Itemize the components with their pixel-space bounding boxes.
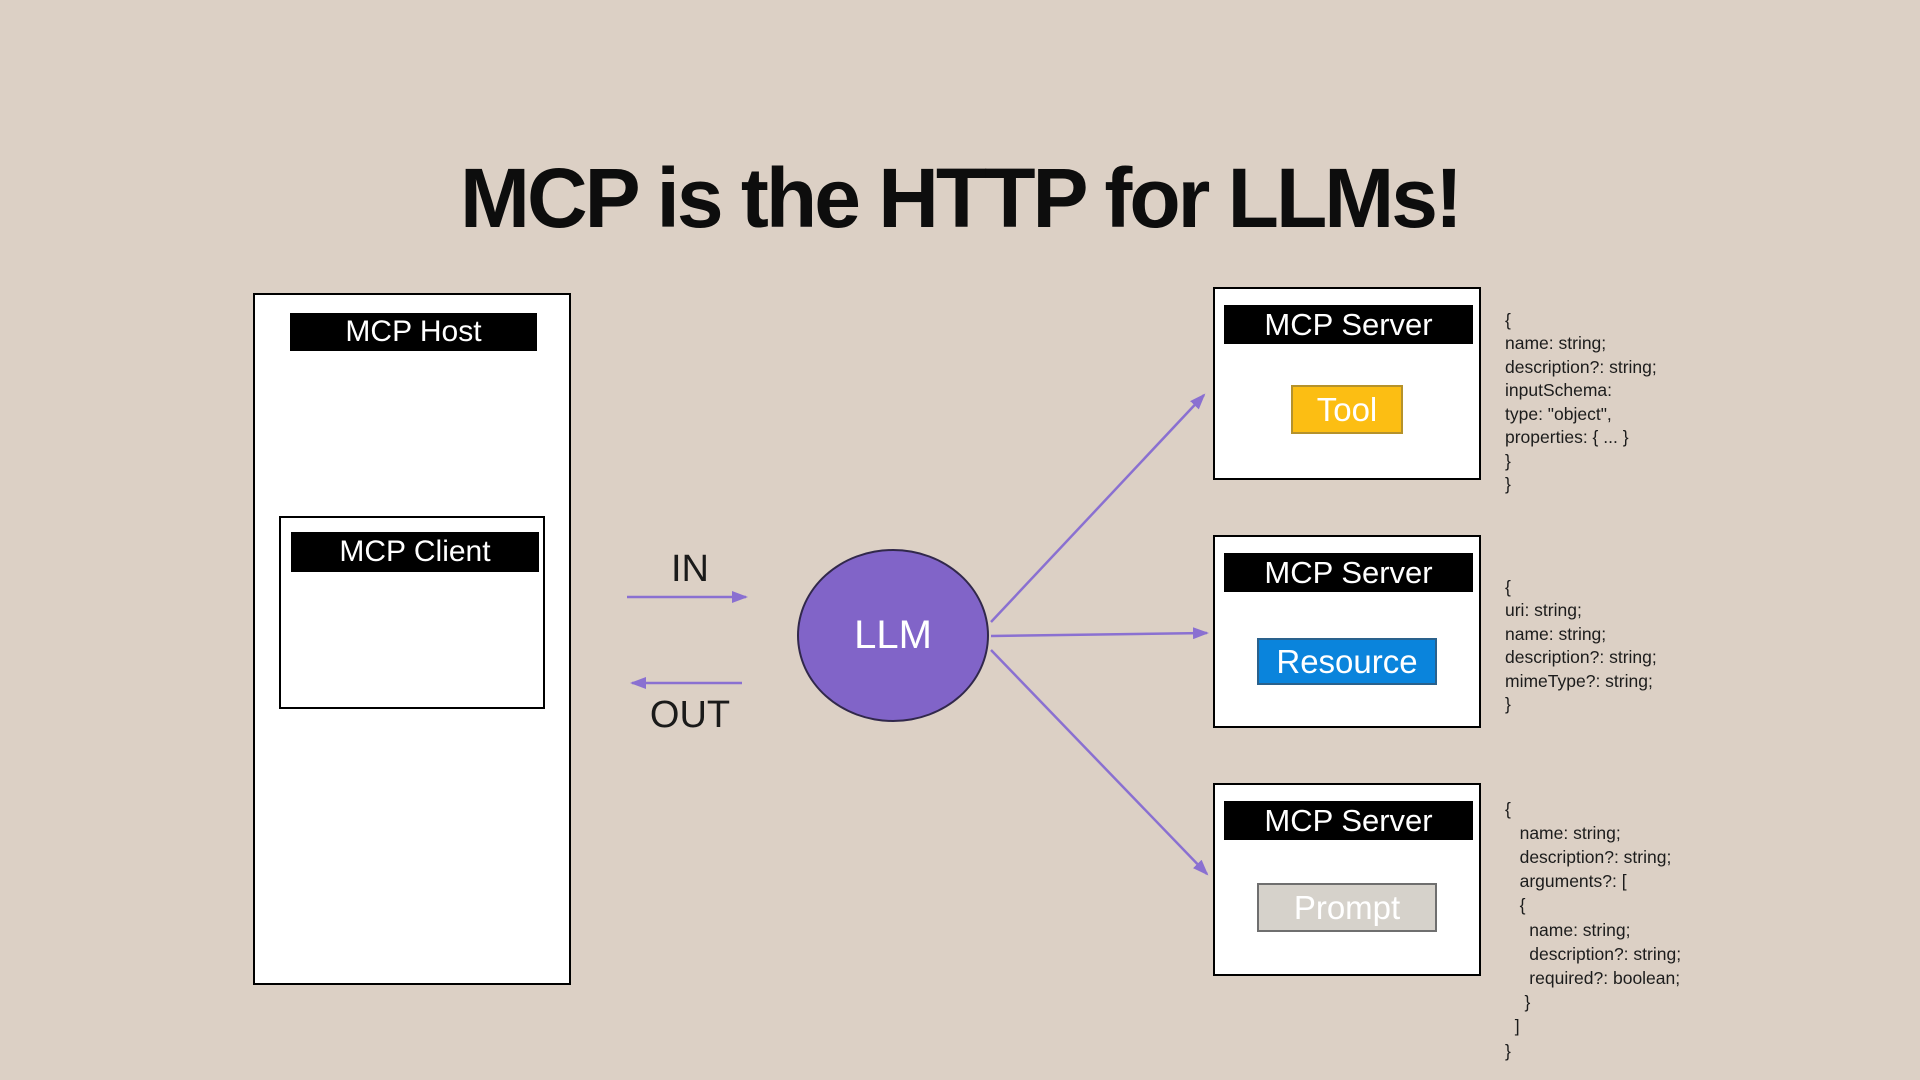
resource-capability-chip: Resource xyxy=(1257,638,1437,685)
tool-schema-code: { name: string; description?: string; in… xyxy=(1505,309,1657,495)
tool-capability-chip: Tool xyxy=(1291,385,1403,434)
mcp-server-title: MCP Server xyxy=(1224,801,1473,840)
mcp-server-title: MCP Server xyxy=(1224,553,1473,592)
out-label: OUT xyxy=(649,694,731,736)
mcp-server-panel-tool: MCP Server Tool xyxy=(1213,287,1481,480)
llm-to-prompt-server-arrow xyxy=(990,649,1209,876)
mcp-host-panel: MCP Host MCP Client xyxy=(253,293,571,985)
slide-title: MCP is the HTTP for LLMs! xyxy=(460,151,1463,246)
resource-schema-code: { uri: string; name: string; description… xyxy=(1505,576,1657,715)
mcp-client-title: MCP Client xyxy=(291,532,539,572)
llm-to-tool-server-arrow xyxy=(990,393,1206,623)
llm-to-resource-server-arrow xyxy=(990,627,1209,640)
mcp-client-panel: MCP Client xyxy=(279,516,545,709)
llm-label: LLM xyxy=(854,613,932,657)
llm-circle: LLM xyxy=(797,549,989,722)
prompt-capability-chip: Prompt xyxy=(1257,883,1437,932)
mcp-server-title: MCP Server xyxy=(1224,305,1473,344)
in-label: IN xyxy=(671,548,709,590)
mcp-server-panel-resource: MCP Server Resource xyxy=(1213,535,1481,728)
mcp-host-title: MCP Host xyxy=(290,313,537,351)
mcp-server-panel-prompt: MCP Server Prompt xyxy=(1213,783,1481,976)
prompt-schema-code: { name: string; description?: string; ar… xyxy=(1505,798,1682,1061)
